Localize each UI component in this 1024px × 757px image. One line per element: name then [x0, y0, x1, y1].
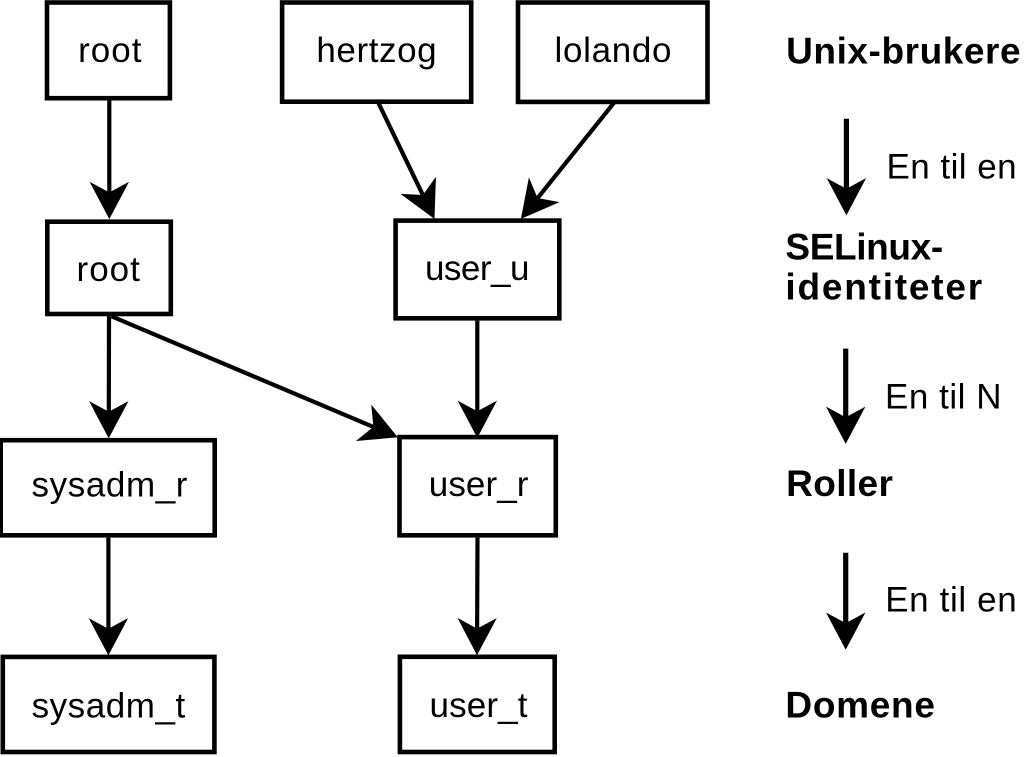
- svg-text:Unix-brukere: Unix-brukere: [786, 31, 1021, 72]
- svg-text:En til en: En til en: [887, 147, 1017, 186]
- svg-text:sysadm_t: sysadm_t: [32, 686, 186, 725]
- svg-text:root: root: [77, 250, 141, 289]
- svg-text:lolando: lolando: [555, 31, 672, 70]
- svg-text:SELinux-: SELinux-: [785, 227, 943, 268]
- svg-text:En til N: En til N: [885, 378, 1002, 417]
- svg-text:Roller: Roller: [786, 463, 893, 504]
- svg-text:root: root: [78, 31, 142, 70]
- svg-text:user_u: user_u: [425, 249, 530, 288]
- svg-text:identiteter: identiteter: [785, 266, 982, 307]
- svg-text:En til en: En til en: [885, 581, 1017, 620]
- svg-text:Domene: Domene: [785, 685, 935, 726]
- svg-text:user_t: user_t: [430, 686, 528, 725]
- svg-text:user_r: user_r: [429, 465, 529, 504]
- svg-text:hertzog: hertzog: [316, 31, 436, 70]
- svg-text:sysadm_r: sysadm_r: [32, 466, 188, 505]
